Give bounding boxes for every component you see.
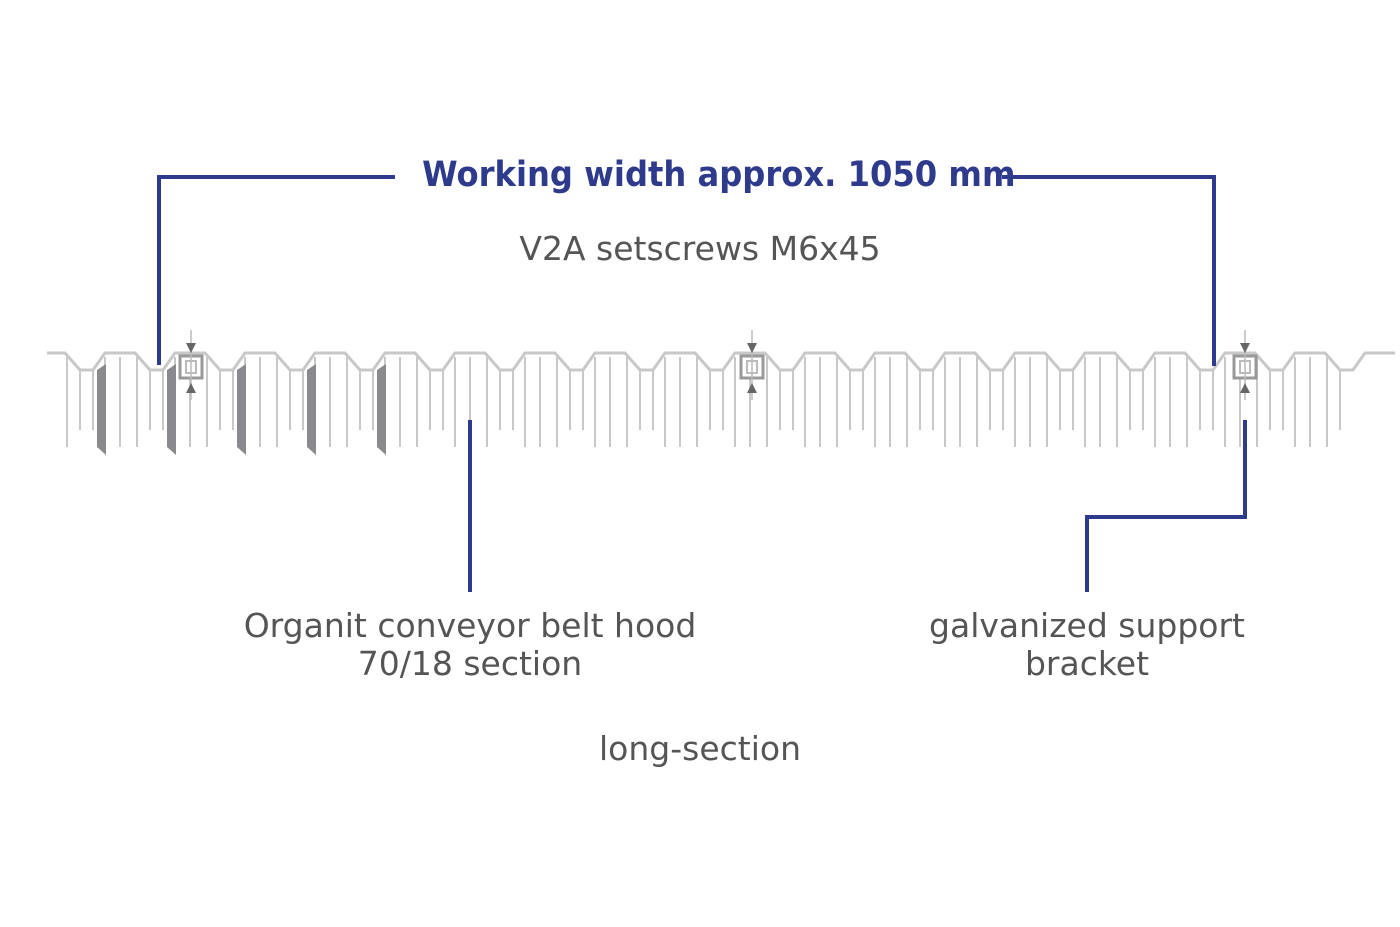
working-width-label: Working width approx. 1050 mm xyxy=(422,155,1016,195)
arrow-down-icon xyxy=(747,343,757,353)
arrow-down-icon xyxy=(1240,343,1250,353)
profile-shadow xyxy=(377,364,386,455)
width-dimension-left xyxy=(157,175,395,365)
setscrews-label: V2A setscrews M6x45 xyxy=(519,229,881,268)
arrow-up-icon xyxy=(1240,383,1250,393)
width-dimension-right xyxy=(1002,175,1216,366)
arrow-up-icon xyxy=(186,383,196,393)
profile-shadow xyxy=(307,364,316,455)
bracket-leader-line xyxy=(1085,420,1247,592)
profile-shadow xyxy=(237,364,246,455)
long-section-caption: long-section xyxy=(599,729,801,768)
hood-label-line2: 70/18 section xyxy=(357,644,583,683)
bracket-label-line2: bracket xyxy=(1024,644,1150,683)
arrow-down-icon xyxy=(186,343,196,353)
profile-outline xyxy=(47,351,1395,372)
profile-shadow xyxy=(167,364,176,455)
arrow-up-icon xyxy=(747,383,757,393)
hood-label-line1: Organit conveyor belt hood xyxy=(243,606,697,645)
profile-shadow xyxy=(97,364,106,455)
bracket-label-line1: galvanized support xyxy=(929,606,1245,645)
